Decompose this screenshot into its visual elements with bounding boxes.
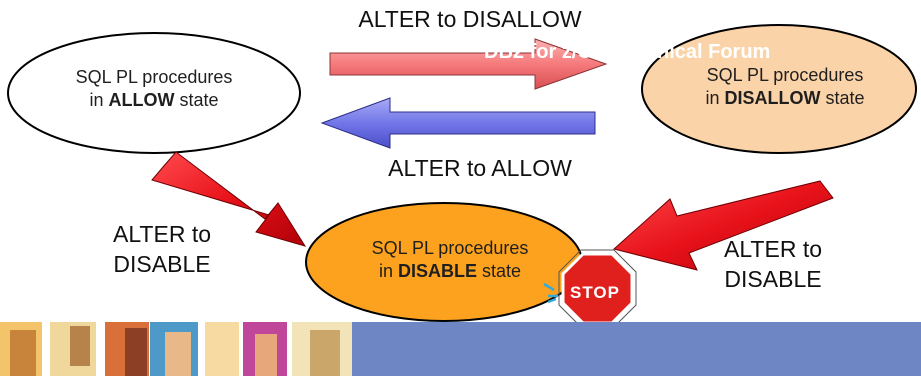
allow-suffix: state [174,90,219,110]
allow-state-label: SQL PL procedures in ALLOW state [34,66,274,112]
allow-line1: SQL PL procedures [75,67,233,87]
alter-to-disallow-label: ALTER to DISALLOW [358,6,582,32]
disable-state-keyword: DISABLE [397,261,477,281]
footer-photo-collage [0,322,352,376]
stop-sign-text: STOP [570,283,620,302]
disable-prefix: in [378,261,398,281]
allow-line2: in ALLOW state [34,89,274,112]
disable-suffix: state [477,261,522,281]
stop-sign-accent-mark [543,282,558,304]
right-alter-to-disable-label: ALTER to DISABLE [683,234,863,294]
disable-line2: in DISABLE state [330,260,570,283]
disallow-prefix: in [705,88,725,108]
footer-bar [352,322,921,376]
disallow-suffix: state [820,88,865,108]
allow-state-ellipse [7,32,301,154]
disallow-to-disable-arrow [612,180,834,271]
left-disable-line1: ALTER to [113,221,211,247]
right-disable-line2: DISABLE [724,266,822,292]
right-disable-line1: ALTER to [724,236,822,262]
disable-line1: SQL PL procedures [371,238,529,258]
left-alter-to-disable-label: ALTER to DISABLE [72,219,252,279]
disallow-line2: in DISALLOW state [665,87,905,110]
alter-to-allow-arrow [320,97,596,149]
alter-to-allow-label: ALTER to ALLOW [388,155,572,181]
allow-state-keyword: ALLOW [108,90,175,110]
allow-to-disable-arrow [151,151,307,247]
left-disable-line2: DISABLE [113,251,211,277]
disallow-line1: SQL PL procedures [706,65,864,85]
disallow-state-label: SQL PL procedures in DISALLOW state [665,64,905,110]
footer-title: DB2 for z/OS Technical Forum [484,41,771,63]
footer-band [0,322,921,376]
disallow-state-keyword: DISALLOW [724,88,821,108]
disable-state-label: SQL PL procedures in DISABLE state [330,237,570,283]
alter-to-disallow-arrow [329,38,608,90]
allow-prefix: in [89,90,109,110]
footer-photo-strip [0,322,352,376]
disallow-state-ellipse [641,24,917,154]
